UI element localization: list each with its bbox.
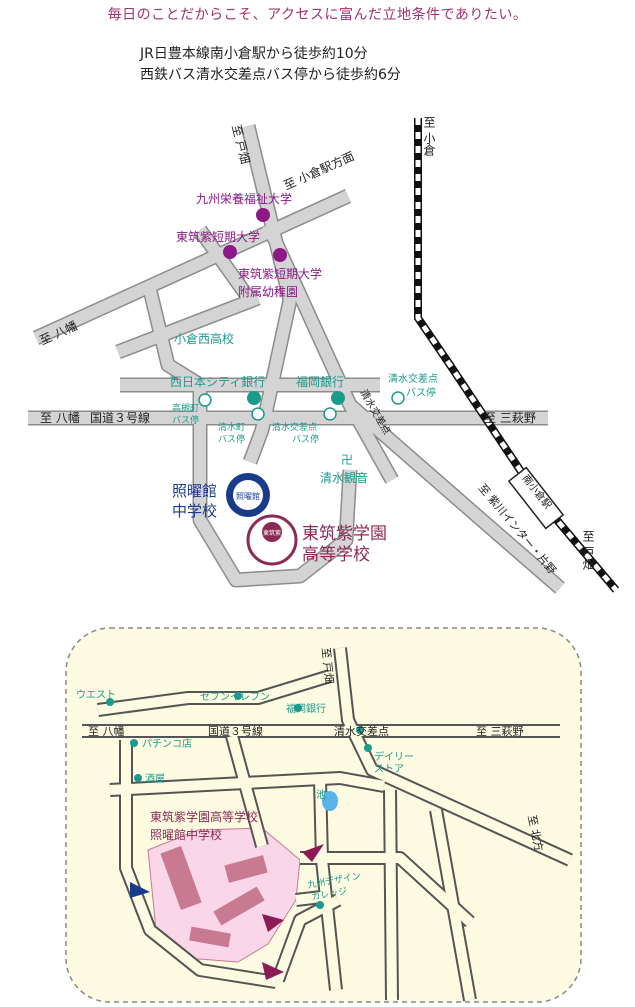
dir-yahata: 至 八幡 <box>88 724 125 738</box>
shimizu-bus-top-label-2: バス停 <box>406 386 436 399</box>
access-line-train: JR日豊本線南小倉駅から徒歩約10分 <box>140 46 368 62</box>
campus-area <box>147 827 301 963</box>
high-school-label-1: 東筑紫学園 <box>302 524 387 544</box>
shimizumachi-label-1: 清水町 <box>218 421 245 433</box>
detail-landmark-dots <box>106 692 372 909</box>
kokura-nishi-label: 小倉西高校 <box>174 331 234 346</box>
school-label-1: 東筑紫学園高等学校 <box>150 809 258 824</box>
pachinko-label: パチンコ店 <box>142 737 192 750</box>
takinomachi-label-1: 高槻町 <box>172 402 199 414</box>
shimizu-kannon-label: 清水観音 <box>320 470 368 485</box>
detail-map: ウエスト セブンイレブン 至 戸畑 福岡銀行 至 八幡 国道３号線 清水交差点 … <box>65 627 582 1003</box>
dir-tobata-right: 至 戸畑 <box>581 530 595 570</box>
school-label-2: 照曜館中学校 <box>150 827 222 842</box>
shimizu-bus-low-label-1: 清水交差点 <box>272 421 317 433</box>
nishinippon-city-label: 西日本シティ銀行 <box>170 375 265 389</box>
pond-label: 池 <box>316 788 326 801</box>
temple-mark: 卍 <box>341 453 353 467</box>
dir-yahata-road: 至 八幡 <box>40 410 80 425</box>
shimizumachi-label-2: バス停 <box>218 433 245 445</box>
shimizu-bus-top-label-1: 清水交差点 <box>388 372 438 385</box>
dir-kokura: 至 小倉 <box>422 116 436 156</box>
high-school-label-2: 高等学校 <box>302 545 370 565</box>
dir-tobata-top: 至 戸畑 <box>319 647 336 685</box>
road-network <box>28 124 565 594</box>
takinomachi-label-2: バス停 <box>172 414 199 426</box>
entrance-arrow-south <box>262 962 284 980</box>
dir-kokura-station: 至 小倉駅方面 <box>281 148 356 193</box>
shoyokan-emblem-text: 照曜館 <box>236 491 260 501</box>
dir-hagino: 至 三萩野 <box>476 725 524 738</box>
entrance-arrow-east <box>302 844 324 862</box>
entrance-arrow-mid <box>262 914 284 932</box>
kindergarten-label-2: 附属幼稚園 <box>238 285 298 299</box>
fukuoka-bank-label: 福岡銀行 <box>296 374 344 389</box>
access-line-bus: 西鉄バス清水交差点バス停から徒歩約6分 <box>140 67 401 83</box>
entrance-arrows <box>130 844 324 980</box>
minami-kokura-station <box>507 466 565 530</box>
shoyokan-emblem: 照曜館 <box>226 473 270 517</box>
liquor-store-label: 酒屋 <box>145 773 165 785</box>
landmark-dots <box>223 208 345 405</box>
high-school-emblem: 東筑紫 <box>246 514 298 566</box>
seven-eleven-label: セブンイレブン <box>200 690 270 703</box>
entrance-arrow-west <box>130 882 150 898</box>
pond <box>322 791 338 811</box>
shimizu-bus-low-label-2: バス停 <box>292 433 319 445</box>
daily-store-label-2: ストア <box>374 764 404 775</box>
tochiku-tanki-dot <box>223 245 237 259</box>
bus-stop-markers <box>198 391 405 421</box>
shoyokan-label-2: 中学校 <box>172 502 217 520</box>
nishinippon-city-dot <box>247 391 261 405</box>
tagline: 毎日のことだからこそ、アクセスに富んだ立地条件でありたい。 <box>107 7 528 23</box>
high-school-emblem-text: 東筑紫 <box>263 529 281 537</box>
kindergarten-dot <box>273 248 287 262</box>
fukuoka-bank-dot <box>331 391 345 405</box>
daily-store-label-1: デイリー <box>374 750 414 763</box>
fukuoka-bank-label: 福岡銀行 <box>286 702 326 715</box>
kindergarten-label-1: 東筑紫短期大学 <box>238 266 322 281</box>
route3-label: 国道３号線 <box>90 410 150 425</box>
west-label: ウエスト <box>76 689 116 701</box>
shoyokan-label-1: 照曜館 <box>172 482 217 500</box>
kyushu-eiyo-dot <box>256 208 270 222</box>
kyushu-eiyo-label: 九州栄養福祉大学 <box>196 191 292 206</box>
railway-line <box>414 118 620 593</box>
route3-label: 国道３号線 <box>208 724 263 738</box>
shimizu-crossing-label: 清水交差点 <box>334 724 389 738</box>
tochiku-tanki-label: 東筑紫短期大学 <box>176 229 260 244</box>
detail-road-network <box>82 647 573 1002</box>
dir-hagino: 至 三萩野 <box>484 411 536 425</box>
area-map: 照曜館 東筑紫 至 小倉 至 戸畑 至 小倉駅方面 至 八幡 至 八幡 国道３号… <box>28 116 620 594</box>
